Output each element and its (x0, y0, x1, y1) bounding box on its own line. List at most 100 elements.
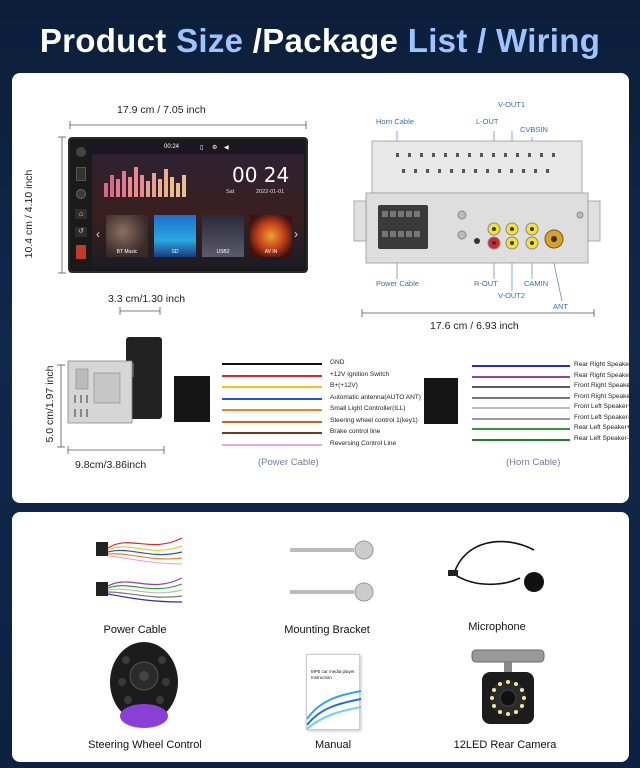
horn-wire-list: Rear Right Speaker- Rear Right Speaker+ Fr… (472, 361, 636, 442)
power-cable-icon (96, 537, 183, 603)
wire-label: Front Left Speaker+ (574, 403, 632, 410)
horn-cable-label: Horn Cable (376, 117, 414, 126)
wire-label: B+(+12V) (330, 382, 358, 389)
rear-camera-icon (471, 649, 545, 724)
manual-cover-title: MP5 car media player Instruction (311, 669, 355, 680)
tile-sd[interactable]: SD (154, 215, 196, 257)
tile-label: AV IN (264, 249, 278, 255)
package-item-label: Manual (314, 739, 352, 751)
rear-width-arrow (361, 309, 595, 317)
wire-label: Small Light Controller(ILL) (330, 405, 406, 412)
side-depth-arrow (119, 307, 161, 315)
wire-label: Front Right Speaker- (574, 392, 635, 400)
wire-label: Reversing Control Line (330, 439, 397, 447)
volume-icon: ◀ (224, 145, 229, 151)
wire-line (472, 407, 570, 409)
equalizer-bars (104, 167, 186, 197)
tile-label: USB2 (216, 249, 230, 255)
wire-label: Brake control line (330, 428, 381, 435)
wire-line (472, 375, 570, 378)
clock-date: 2022-01-01 (256, 189, 285, 195)
power-cable-label: Power Cable (376, 279, 419, 288)
wire-line (222, 363, 322, 365)
clock-day: Sat (226, 189, 235, 195)
usb-port-red-icon (76, 245, 86, 259)
page-title: Product Size /Package List / Wiring (0, 22, 640, 66)
mounting-bracket-icon (290, 540, 374, 602)
wire-line (472, 417, 570, 420)
l-out-label: L-OUT (476, 117, 499, 126)
steering-wheel-control-icon (110, 642, 178, 728)
power-cable-caption: (Power Cable) (258, 457, 319, 468)
title-size: Size (176, 22, 244, 59)
usb-port-icon (76, 167, 86, 181)
tile-av-in[interactable]: AV IN (250, 215, 292, 257)
front-height-arrow (58, 136, 66, 274)
side-length-dim: 9.8cm/3.86inch (75, 459, 147, 471)
side-depth-dim: 3.3 cm/1.30 inch (108, 293, 186, 305)
v-out1-label: V-OUT1 (498, 100, 526, 109)
rear-width-dim: 17.6 cm / 6.93 inch (430, 320, 519, 332)
package-list-panel: Power Cable Mounting Bracket Microphone … (12, 512, 629, 762)
sd-icon: ▯ (200, 145, 204, 151)
r-out-label: R-OUT (474, 279, 498, 288)
camin-label: CAMIN (524, 279, 549, 288)
tile-label: SD (171, 249, 179, 255)
wire-label: Rear Left Speaker- (574, 434, 629, 442)
title-list: List (407, 22, 468, 59)
power-cable-plug-icon (174, 376, 210, 422)
package-item-label: Mounting Bracket (284, 624, 370, 636)
wire-label: +12V Ignition Switch (330, 370, 390, 378)
wire-line (472, 438, 570, 441)
chevron-left-icon[interactable]: ‹ (96, 227, 100, 241)
back-button-icon[interactable]: ↺ (75, 227, 87, 237)
v-out2-label: V-OUT2 (498, 291, 526, 300)
wire-line (222, 374, 322, 377)
manual-icon: MP5 car media player Instruction (306, 654, 361, 730)
status-bar: 00:24 ▯ ⚙ ◀ (92, 143, 304, 154)
clock-widget: 00 24 Sat 2022-01-01 (224, 163, 294, 201)
control-strip: ⌂ ↺ (74, 145, 88, 265)
wire-line (222, 409, 322, 411)
wire-label: Rear Right Speaker- (574, 361, 634, 368)
wire-label: Rear Left Speaker+ (574, 424, 631, 431)
wire-line (222, 443, 322, 446)
wire-line (472, 386, 570, 388)
cvbsin-label: CVBSIN (520, 125, 548, 134)
clock-time: 00 24 (232, 163, 290, 187)
power-knob-icon[interactable] (76, 147, 86, 157)
package-item-label: Microphone (468, 621, 526, 633)
home-button-icon[interactable]: ⌂ (75, 209, 87, 219)
side-height-arrow (57, 364, 65, 448)
package-item-label: Power Cable (103, 624, 167, 636)
chevron-right-icon[interactable]: › (294, 227, 298, 241)
side-height-dim: 5.0 cm/1.97 inch (44, 365, 56, 443)
wire-line (222, 397, 322, 400)
package-item-label: 12LED Rear Camera (453, 739, 557, 751)
wire-line (222, 432, 322, 434)
horn-cable-caption: (Horn Cable) (506, 457, 561, 468)
wire-label: GND (330, 359, 345, 366)
tile-label: BT Music (116, 249, 138, 255)
status-time: 00:24 (164, 144, 180, 150)
package-item-label: Steering Wheel Control (88, 739, 202, 751)
wire-line (222, 386, 322, 388)
tile-usb2[interactable]: USB2 (202, 215, 244, 257)
ant-label: ANT (553, 302, 568, 311)
side-length-arrow (67, 446, 165, 454)
wire-label: Rear Right Speaker+ (574, 371, 635, 379)
wire-label: Front Right Speaker+ (574, 382, 636, 389)
front-height-dim: 10.4 cm / 4.10 inch (23, 169, 35, 259)
horn-cable-plug-icon (424, 378, 458, 424)
front-width-arrow (69, 121, 307, 129)
touch-screen[interactable]: 00:24 ▯ ⚙ ◀ (92, 143, 304, 267)
volume-knob-icon[interactable] (76, 189, 86, 199)
dimensions-panel: 17.9 cm / 7.05 inch 10.4 cm / 4.10 inch … (12, 73, 636, 503)
wire-line (222, 420, 322, 423)
wire-line (472, 396, 570, 399)
wire-label: Front Left Speaker- (574, 413, 630, 421)
wire-line (472, 428, 570, 430)
tile-bt-music[interactable]: BT Music (106, 215, 148, 257)
wire-label: Automatic antenna(AUTO ANT) (330, 393, 421, 401)
